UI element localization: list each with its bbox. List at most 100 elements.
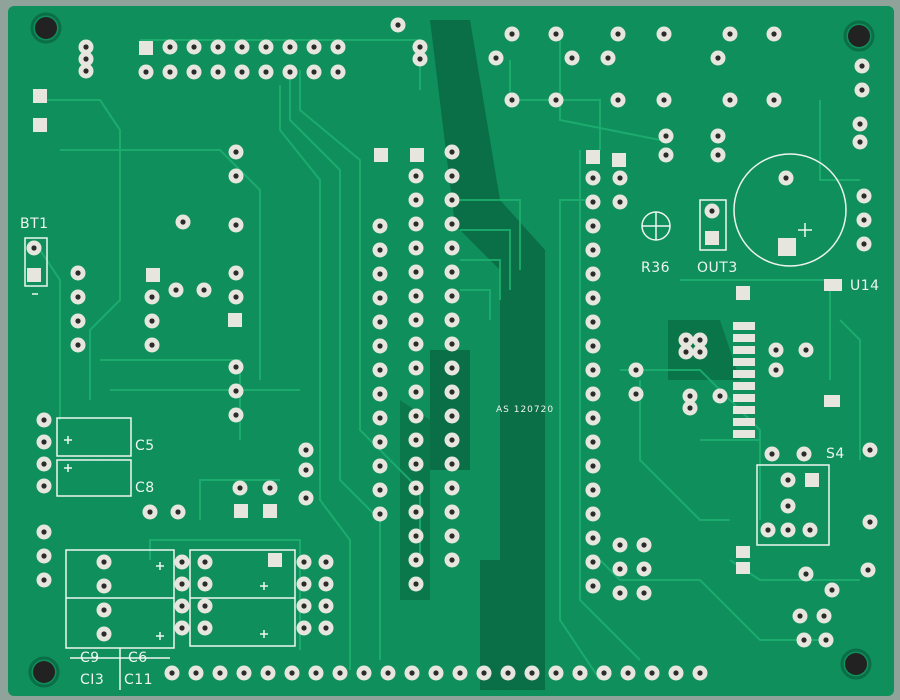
drill-hole <box>641 590 647 596</box>
drill-hole <box>377 343 383 349</box>
drill-hole <box>413 221 419 227</box>
drill-hole <box>263 69 269 75</box>
drill-hole <box>41 417 47 423</box>
drill-hole <box>709 208 715 214</box>
drill-hole <box>41 461 47 467</box>
drill-hole <box>31 245 37 251</box>
drill-hole <box>237 485 243 491</box>
drill-hole <box>377 439 383 445</box>
drill-hole <box>311 69 317 75</box>
drill-hole <box>377 295 383 301</box>
drill-hole <box>590 511 596 517</box>
drill-hole <box>202 603 208 609</box>
label-bt1: BT1 <box>20 216 49 232</box>
drill-hole <box>175 509 181 515</box>
drill-hole <box>861 241 867 247</box>
drill-hole <box>590 175 596 181</box>
drill-hole <box>865 567 871 573</box>
drill-hole <box>615 31 621 37</box>
drill-hole <box>75 342 81 348</box>
drill-hole <box>715 55 721 61</box>
drill-hole <box>311 44 317 50</box>
drill-hole <box>590 223 596 229</box>
drill-hole <box>649 670 655 676</box>
drill-hole <box>377 319 383 325</box>
drill-hole <box>413 245 419 251</box>
mounting-holes <box>28 12 875 688</box>
drill-hole <box>590 559 596 565</box>
drill-hole <box>361 670 367 676</box>
drill-hole <box>287 44 293 50</box>
drill-hole <box>449 485 455 491</box>
drill-hole <box>149 318 155 324</box>
drill-hole <box>717 393 723 399</box>
drill-hole <box>785 477 791 483</box>
drill-hole <box>785 503 791 509</box>
drill-hole <box>683 349 689 355</box>
drill-hole <box>590 415 596 421</box>
drill-hole <box>449 413 455 419</box>
drill-hole <box>179 559 185 565</box>
drill-hole <box>697 670 703 676</box>
drill-hole <box>413 365 419 371</box>
drill-hole <box>617 175 623 181</box>
drill-hole <box>413 269 419 275</box>
drill-hole <box>449 245 455 251</box>
drill-hole <box>193 670 199 676</box>
drill-hole <box>577 670 583 676</box>
drill-hole <box>83 68 89 74</box>
drill-hole <box>413 557 419 563</box>
drill-hole <box>641 542 647 548</box>
drill-hole <box>287 69 293 75</box>
through-hole-pads <box>26 17 878 681</box>
drill-hole <box>801 451 807 457</box>
drill-hole <box>590 439 596 445</box>
label-c8: C8 <box>135 480 155 496</box>
drill-hole <box>233 222 239 228</box>
drill-hole <box>569 55 575 61</box>
drill-hole <box>867 519 873 525</box>
drill-hole <box>769 451 775 457</box>
drill-hole <box>617 566 623 572</box>
label-c9: C9 <box>80 650 100 666</box>
drill-hole <box>715 133 721 139</box>
drill-hole <box>859 87 865 93</box>
drill-hole <box>101 583 107 589</box>
drill-hole <box>267 485 273 491</box>
drill-hole <box>509 97 515 103</box>
drill-hole <box>201 287 207 293</box>
drill-hole <box>75 270 81 276</box>
drill-hole <box>101 559 107 565</box>
drill-hole <box>179 603 185 609</box>
drill-hole <box>323 559 329 565</box>
drill-hole <box>377 247 383 253</box>
drill-hole <box>413 413 419 419</box>
drill-hole <box>202 625 208 631</box>
drill-hole <box>202 559 208 565</box>
drill-hole <box>449 389 455 395</box>
drill-hole <box>377 223 383 229</box>
drill-hole <box>617 590 623 596</box>
drill-hole <box>377 463 383 469</box>
drill-hole <box>785 527 791 533</box>
drill-hole <box>633 367 639 373</box>
drill-hole <box>413 173 419 179</box>
drill-hole <box>457 670 463 676</box>
drill-hole <box>167 44 173 50</box>
drill-hole <box>801 637 807 643</box>
label-s4: S4 <box>826 446 845 462</box>
drill-hole <box>265 670 271 676</box>
drill-hole <box>449 533 455 539</box>
label-c5: C5 <box>135 438 155 454</box>
drill-hole <box>301 581 307 587</box>
drill-hole <box>413 485 419 491</box>
drill-hole <box>215 44 221 50</box>
drill-hole <box>301 559 307 565</box>
label-c11: C11 <box>124 672 154 688</box>
drill-hole <box>173 287 179 293</box>
drill-hole <box>553 31 559 37</box>
drill-hole <box>590 583 596 589</box>
drill-hole <box>823 637 829 643</box>
drill-hole <box>641 566 647 572</box>
drill-hole <box>673 670 679 676</box>
